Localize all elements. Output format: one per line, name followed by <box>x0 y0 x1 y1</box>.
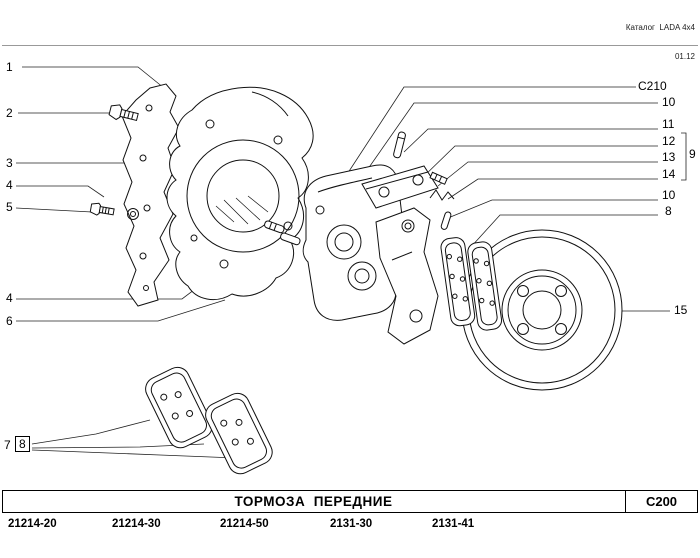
top-rule <box>2 45 698 46</box>
callout-c210[interactable]: C210 <box>638 79 667 93</box>
small-bolt-drawing <box>429 171 448 185</box>
variant-21214-50[interactable]: 21214-50 <box>220 518 269 530</box>
callout-8-right[interactable]: 8 <box>665 204 672 218</box>
callout-15[interactable]: 15 <box>674 303 688 317</box>
brake-disc-drawing <box>461 229 623 391</box>
brake-pads-drawing <box>440 237 503 331</box>
variant-2131-41[interactable]: 2131-41 <box>432 518 475 530</box>
callout-3[interactable]: 3 <box>6 156 13 170</box>
footer-line-top <box>2 490 698 491</box>
spring-clip-drawing <box>429 189 455 201</box>
callout-7[interactable]: 7 <box>4 438 11 452</box>
footer-divider <box>625 490 626 512</box>
caliper-pin-drawing <box>393 131 406 159</box>
callout-10-lower[interactable]: 10 <box>662 188 676 202</box>
callout-13[interactable]: 13 <box>662 150 676 164</box>
callout-5[interactable]: 5 <box>6 200 13 214</box>
callout-2[interactable]: 2 <box>6 106 13 120</box>
catalog-title: Каталог LADA 4x4 <box>625 23 695 32</box>
variant-21214-30[interactable]: 21214-30 <box>112 518 161 530</box>
callout-14[interactable]: 14 <box>662 167 676 181</box>
section-code[interactable]: C200 <box>645 494 678 509</box>
footer-border-right <box>697 490 698 512</box>
callout-1[interactable]: 1 <box>6 60 13 74</box>
catalog-header: Каталог LADA 4x4 01.12 <box>626 4 695 80</box>
exploded-diagram <box>15 66 687 475</box>
callout-8-boxed[interactable]: 8 <box>15 436 30 452</box>
callout-10-upper[interactable]: 10 <box>662 95 676 109</box>
bolt-5-drawing <box>89 202 139 220</box>
lower-pin-drawing <box>440 211 452 230</box>
callout-4-lower[interactable]: 4 <box>6 291 13 305</box>
splash-shield-drawing <box>166 86 314 301</box>
callout-9[interactable]: 9 <box>689 147 696 161</box>
variant-2131-30[interactable]: 2131-30 <box>330 518 373 530</box>
callout-6[interactable]: 6 <box>6 314 13 328</box>
caliper-plate-drawing <box>361 165 439 209</box>
leader-lines <box>15 66 687 459</box>
callout-12[interactable]: 12 <box>662 134 676 148</box>
callout-4-upper[interactable]: 4 <box>6 178 13 192</box>
catalog-date: 01.12 <box>674 51 695 61</box>
guide-pins-drawing <box>264 220 301 246</box>
pad-carrier-drawing <box>375 207 439 345</box>
footer-border-left <box>2 490 3 512</box>
section-title: ТОРМОЗА ПЕРЕДНИЕ <box>234 494 393 509</box>
spare-pads-drawing <box>145 366 273 475</box>
footer-line-bottom <box>2 512 698 513</box>
callout-11[interactable]: 11 <box>662 117 675 131</box>
bolt-2-drawing <box>108 104 139 122</box>
variant-21214-20[interactable]: 21214-20 <box>8 518 57 530</box>
